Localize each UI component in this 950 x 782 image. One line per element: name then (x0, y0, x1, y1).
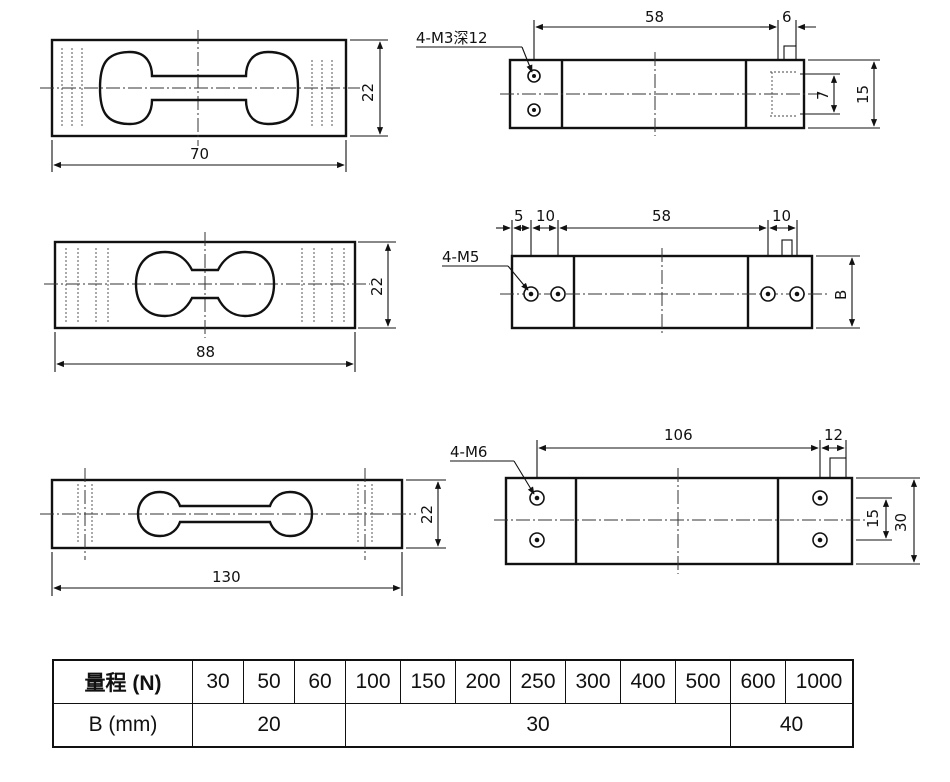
capacity-cell: 60 (294, 659, 346, 704)
capacity-row: 量程 (N) 30 50 60 100 150 200 250 300 400 … (52, 659, 854, 704)
capacity-cell: 400 (620, 659, 676, 704)
capacity-cell: 500 (675, 659, 731, 704)
dim-spacing-58b: 58 (652, 207, 671, 225)
b-cell: 30 (345, 703, 731, 748)
dim-7: 7 (814, 90, 832, 100)
dim-offset-5: 5 (514, 207, 524, 225)
top-view-70: 70 22 (40, 30, 388, 172)
dim-mount-10: 10 (772, 207, 791, 225)
b-cell: 20 (192, 703, 346, 748)
dim-mount-6: 6 (782, 8, 792, 26)
top-view-88: 88 22 (44, 232, 396, 372)
capacity-cell: 300 (565, 659, 621, 704)
side-view-58: 58 6 4-M3深12 7 15 (416, 8, 880, 136)
capacity-cell: 100 (345, 659, 401, 704)
side-view-106: 106 12 4-M6 15 30 (450, 426, 920, 574)
dim-spacing-58: 58 (645, 8, 664, 26)
top-view-130: 130 22 (40, 468, 446, 596)
capacity-header: 量程 (N) (52, 659, 193, 704)
capacity-cell: 50 (243, 659, 295, 704)
side-view-b: 5 10 58 10 4-M5 B (442, 207, 860, 336)
capacity-cell: 30 (192, 659, 244, 704)
dim-mount-12: 12 (824, 426, 843, 444)
dim-height-22c: 22 (418, 505, 436, 524)
b-cell: 40 (730, 703, 854, 748)
capacity-cell: 600 (730, 659, 786, 704)
capacity-cell: 250 (510, 659, 566, 704)
dim-length-130: 130 (212, 568, 241, 586)
b-row: B (mm) 20 30 40 (52, 703, 854, 748)
dim-offset-10: 10 (536, 207, 555, 225)
dim-15: 15 (854, 85, 872, 104)
dim-15b: 15 (864, 509, 882, 528)
capacity-cell: 1000 (785, 659, 854, 704)
capacity-cell: 150 (400, 659, 456, 704)
hole-note-m6: 4-M6 (450, 443, 487, 461)
capacity-cell: 200 (455, 659, 511, 704)
dim-length-70: 70 (190, 145, 209, 163)
hole-note-m5: 4-M5 (442, 248, 479, 266)
dim-30: 30 (892, 513, 910, 532)
dim-spacing-106: 106 (664, 426, 693, 444)
dim-b: B (832, 290, 850, 300)
dim-height-22: 22 (359, 83, 377, 102)
hole-note-m3: 4-M3深12 (416, 29, 488, 47)
dim-length-88: 88 (196, 343, 215, 361)
dim-height-22b: 22 (368, 277, 386, 296)
spec-table: 量程 (N) 30 50 60 100 150 200 250 300 400 … (52, 659, 854, 748)
b-header: B (mm) (52, 703, 193, 748)
